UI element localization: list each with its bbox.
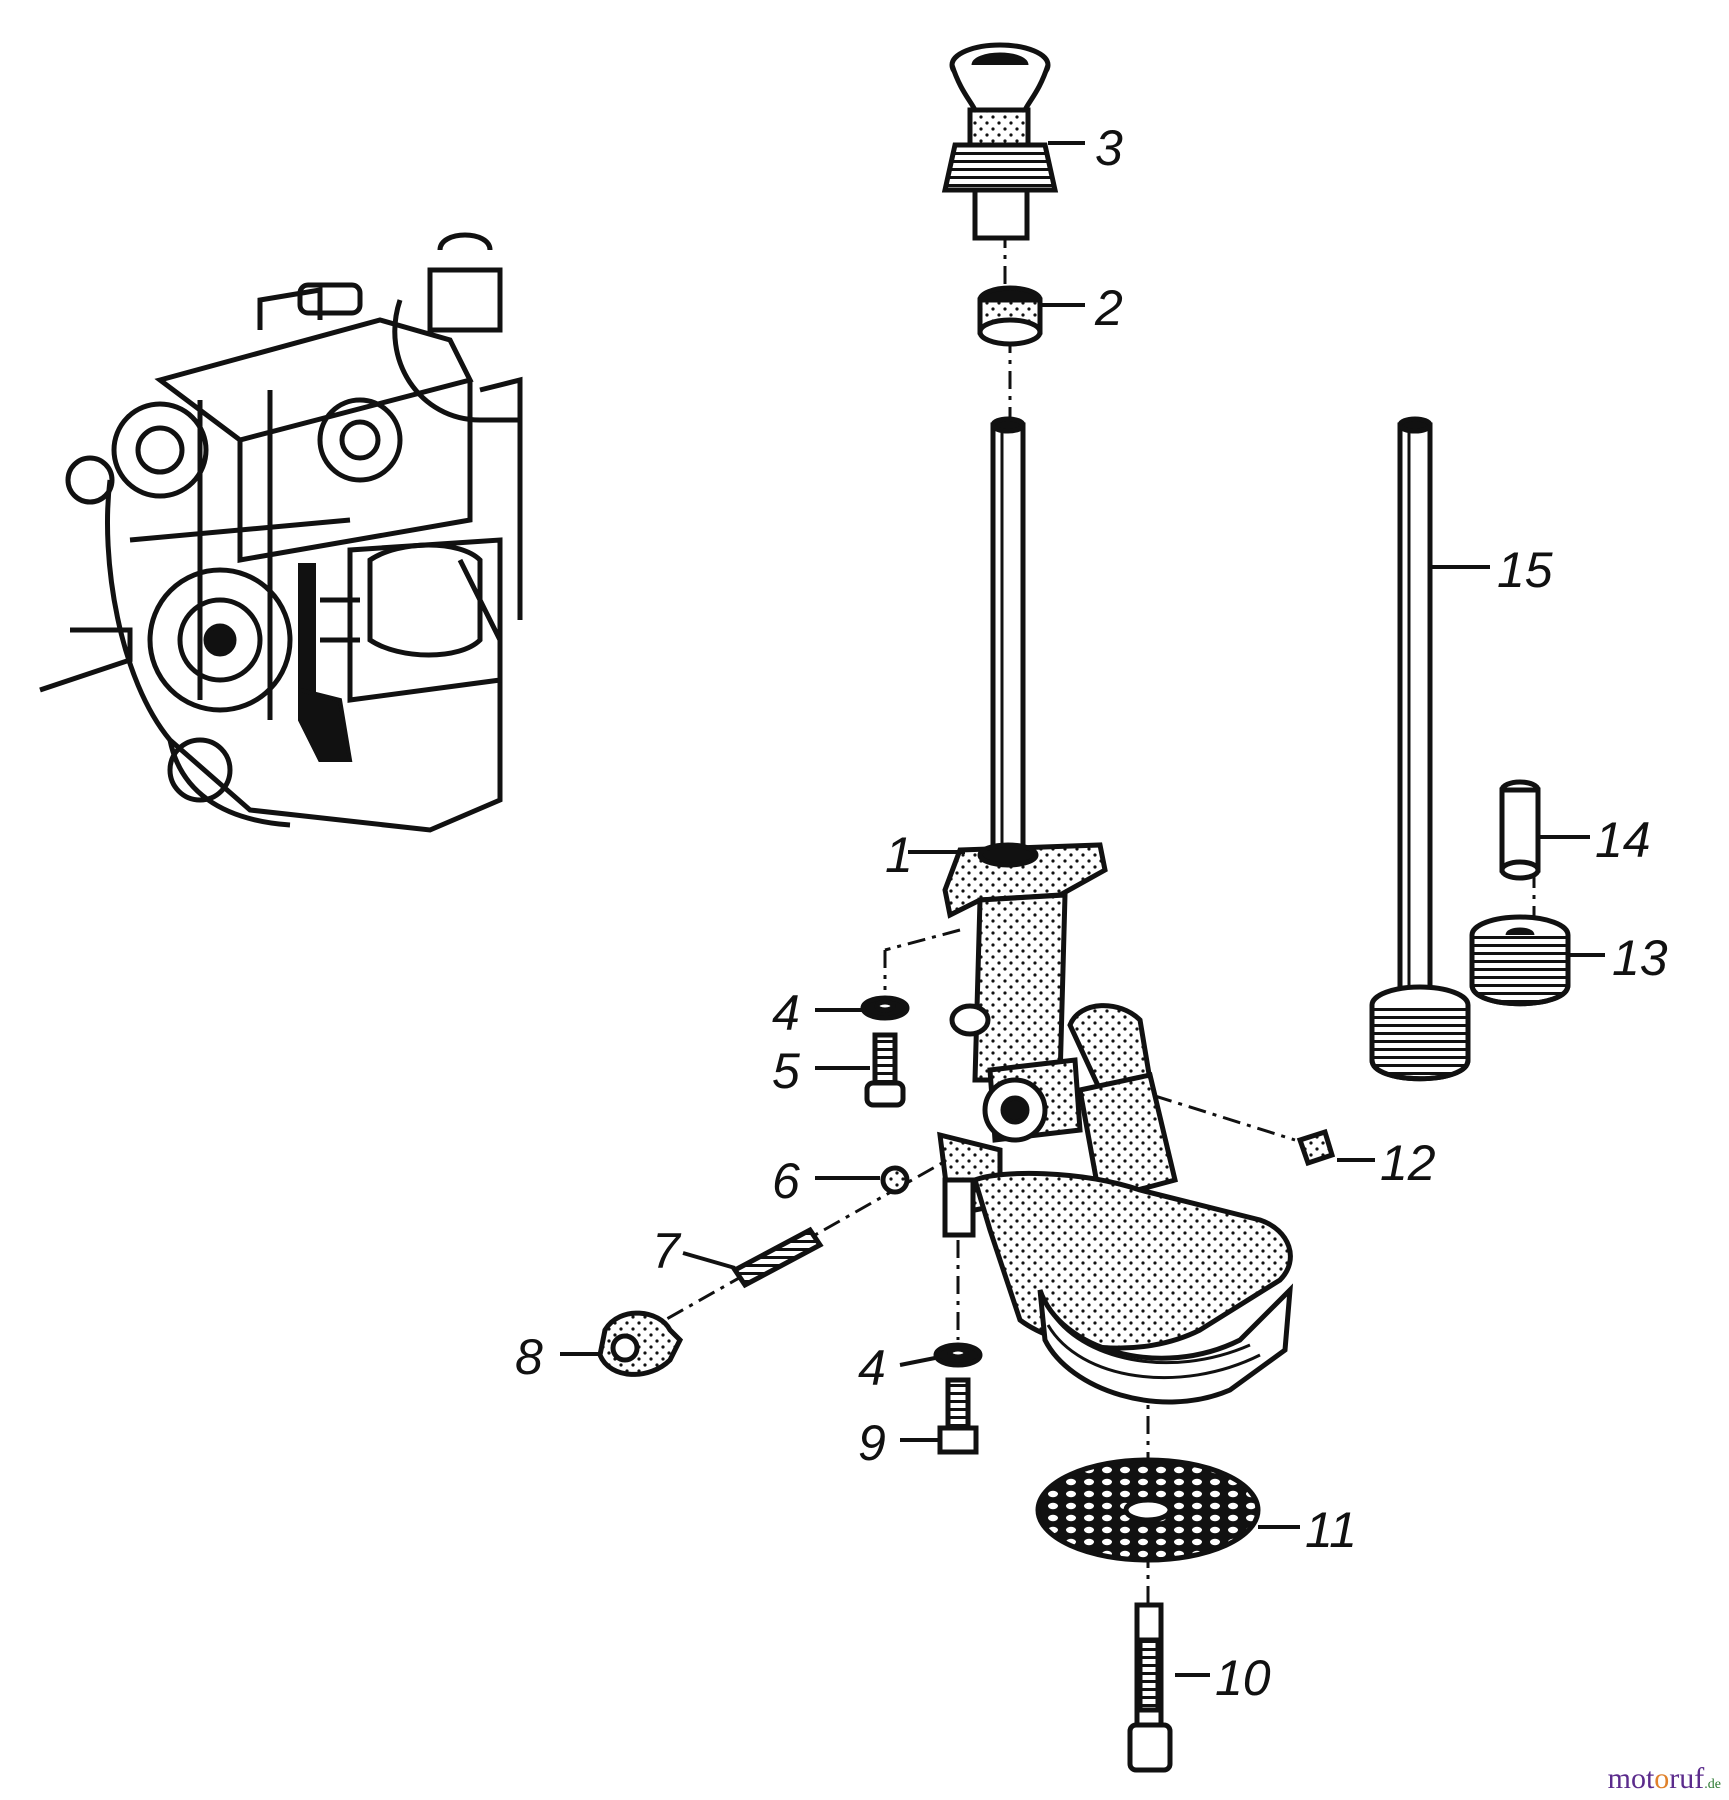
engine-locator-illustration bbox=[39, 232, 523, 833]
callout-4-lower: 4 bbox=[858, 1340, 886, 1396]
watermark-text-a: mot bbox=[1607, 1762, 1655, 1795]
part-15-driven-shaft bbox=[1369, 416, 1471, 1082]
callout-1: 1 bbox=[885, 827, 913, 883]
callout-15: 15 bbox=[1497, 542, 1553, 598]
callout-leader-lines bbox=[560, 141, 1605, 1677]
part-4-washer-lower bbox=[933, 1342, 983, 1368]
callout-14: 14 bbox=[1595, 812, 1651, 868]
part-10-bolt bbox=[1127, 1602, 1173, 1773]
part-14-pin bbox=[1499, 779, 1541, 881]
part-7-spring bbox=[731, 1226, 824, 1289]
callout-3: 3 bbox=[1095, 120, 1123, 176]
part-3-drive-gear-sleeve bbox=[941, 42, 1059, 241]
part-11-strainer-screen bbox=[1035, 1457, 1261, 1563]
watermark-logo: motoruf.de bbox=[1608, 1762, 1721, 1796]
callout-5: 5 bbox=[772, 1043, 800, 1099]
part-2-bushing bbox=[977, 285, 1043, 347]
part-6-ball bbox=[880, 1165, 910, 1195]
callout-4-upper: 4 bbox=[772, 985, 800, 1041]
watermark-text-d: .de bbox=[1704, 1777, 1721, 1792]
part-1-oil-pump-body bbox=[937, 842, 1294, 1405]
part-4-washer-upper bbox=[860, 995, 910, 1021]
callout-12: 12 bbox=[1380, 1135, 1436, 1191]
callout-7: 7 bbox=[652, 1223, 682, 1279]
part-5-screw bbox=[864, 1032, 906, 1108]
callout-labels: 3 2 1 4 5 6 7 8 4 9 10 11 12 13 14 15 bbox=[515, 120, 1668, 1706]
callout-8: 8 bbox=[515, 1329, 543, 1385]
part-13-driven-gear bbox=[1469, 914, 1571, 1007]
part-1-oil-pump-shaft bbox=[990, 416, 1026, 858]
callout-13: 13 bbox=[1612, 930, 1668, 986]
callout-11: 11 bbox=[1305, 1502, 1357, 1558]
part-9-bolt bbox=[937, 1377, 979, 1455]
part-12-plug bbox=[1296, 1128, 1336, 1167]
watermark-text-c: ruf bbox=[1669, 1762, 1705, 1795]
part-8-plug bbox=[597, 1310, 684, 1377]
callout-10: 10 bbox=[1215, 1650, 1271, 1706]
watermark-text-b: o bbox=[1654, 1762, 1670, 1795]
callout-2: 2 bbox=[1094, 280, 1123, 336]
callout-9: 9 bbox=[858, 1415, 886, 1471]
callout-6: 6 bbox=[772, 1153, 800, 1209]
engine-dipstick-highlight bbox=[298, 563, 353, 762]
